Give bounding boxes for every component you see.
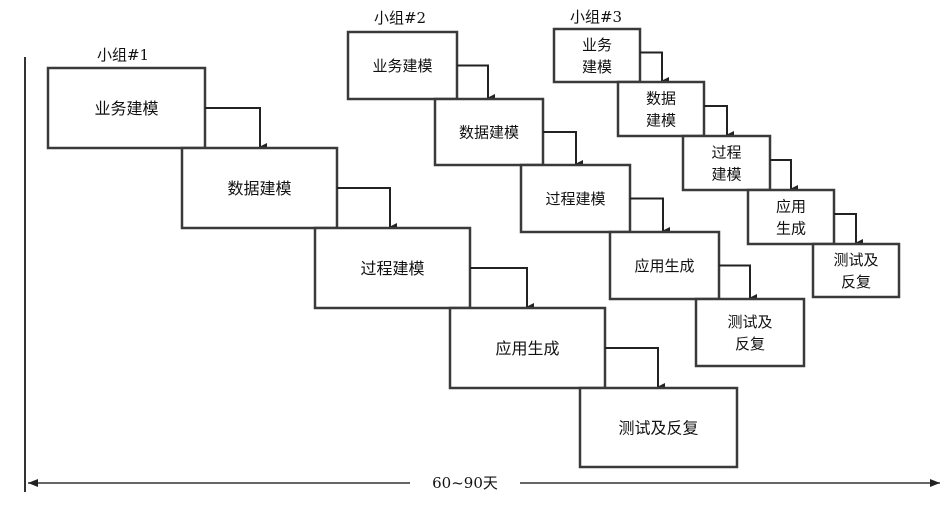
- flow-arrow: [834, 213, 863, 247]
- phase-label: 建模: [582, 58, 612, 76]
- flow-arrow: [543, 131, 583, 168]
- phase-box: [552, 27, 642, 84]
- phase-label: 测试及: [833, 251, 878, 269]
- flow-arrow: [205, 107, 267, 151]
- phase-label: 应用: [776, 197, 806, 215]
- phase-box: [616, 80, 706, 138]
- group-label: 小组#3: [570, 8, 622, 26]
- phase-label: 应用生成: [495, 339, 559, 358]
- phase-box: [180, 146, 339, 230]
- flow-arrow: [337, 187, 397, 231]
- flow-arrow: [719, 264, 757, 302]
- phase-box: [46, 66, 207, 150]
- phase-label: 业务建模: [94, 99, 158, 118]
- phase-label: 应用生成: [634, 257, 694, 275]
- phase-label: 数据建模: [227, 179, 291, 198]
- phase-box: [811, 242, 901, 299]
- flow-arrow: [457, 64, 495, 102]
- phase-label: 建模: [646, 111, 676, 129]
- phase-box: [346, 30, 459, 101]
- phase-label: 测试及反复: [618, 418, 698, 437]
- flow-arrow: [640, 51, 669, 85]
- phase-label: 数据建模: [459, 123, 519, 141]
- phase-box: [608, 230, 721, 301]
- phase-box: [578, 386, 739, 469]
- phase-box: [313, 226, 472, 310]
- phase-box: [519, 163, 632, 234]
- phase-box: [746, 188, 836, 246]
- phase-label: 数据: [646, 89, 676, 107]
- group-label: 小组#2: [374, 9, 426, 27]
- phase-box: [694, 297, 806, 368]
- phase-label: 测试及: [727, 313, 772, 331]
- phase-label: 生成: [776, 219, 806, 237]
- phase-label: 业务建模: [372, 57, 432, 75]
- phase-label: 过程建模: [545, 190, 605, 208]
- group-label: 小组#1: [97, 46, 149, 64]
- phase-label: 反复: [841, 273, 871, 291]
- flow-arrow: [770, 159, 798, 193]
- phase-label: 过程: [711, 143, 741, 161]
- phase-box: [681, 134, 772, 192]
- flow-arrow: [630, 197, 670, 235]
- flow-arrow: [605, 347, 665, 391]
- timeline-label: 60~90天: [432, 474, 498, 492]
- phase-label: 业务: [582, 36, 612, 54]
- phase-label: 过程建模: [360, 259, 424, 278]
- phase-label: 建模: [711, 165, 741, 183]
- flow-arrow: [470, 267, 534, 311]
- phase-label: 反复: [735, 335, 765, 353]
- phase-box: [448, 306, 607, 390]
- flow-arrow: [704, 105, 734, 139]
